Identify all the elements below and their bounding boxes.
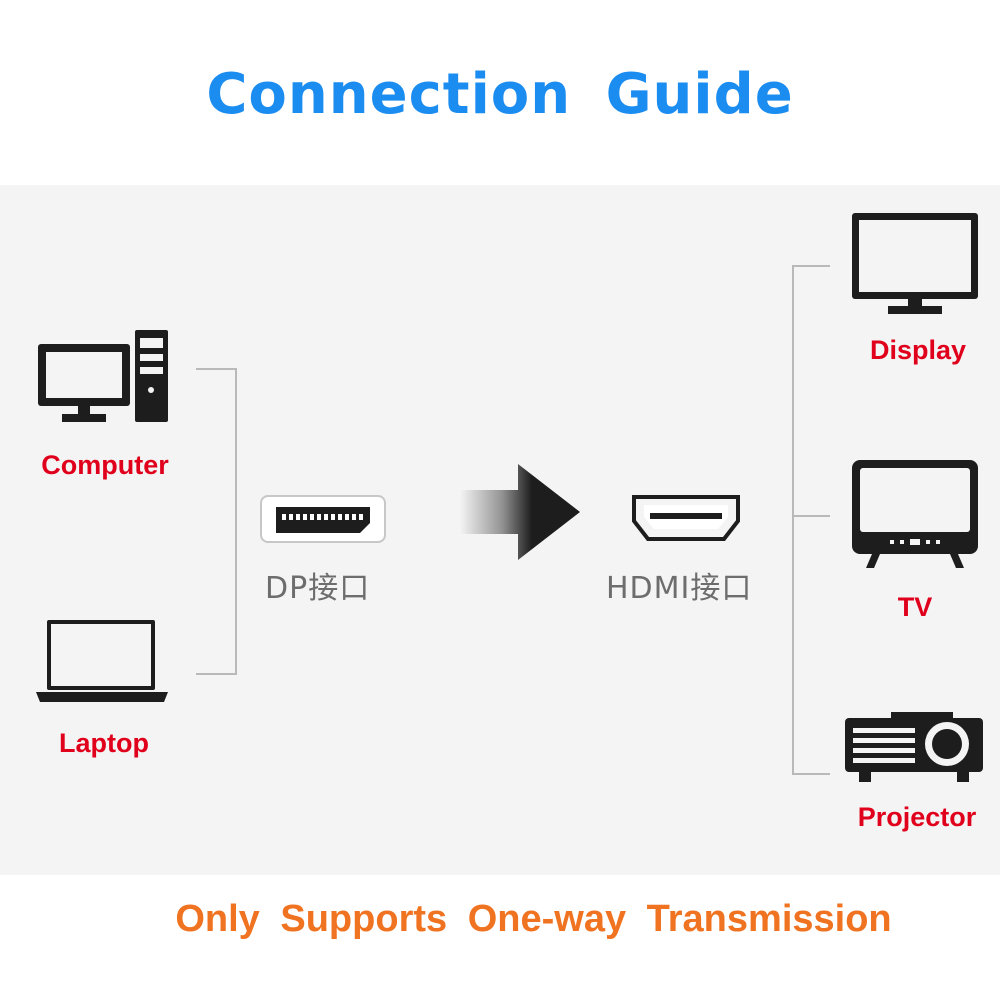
displayport-icon <box>260 495 386 543</box>
device-label-display: Display <box>869 335 967 365</box>
device-label-laptop: Laptop <box>59 728 149 758</box>
port-label-dp: DP接口 <box>265 571 371 606</box>
device-label-computer: Computer <box>41 450 169 480</box>
port-label-hdmi: HDMI接口 <box>606 571 753 606</box>
laptop-icon <box>36 618 170 704</box>
projector-icon <box>845 712 985 784</box>
target-bracket <box>792 265 830 775</box>
tv-icon <box>852 460 978 572</box>
source-bracket <box>196 368 237 675</box>
footer-note: Only Supports One-way Transmission <box>175 898 892 940</box>
desktop-computer-icon <box>38 330 170 425</box>
device-label-tv: TV <box>897 592 933 622</box>
arrow-right-icon <box>460 464 582 560</box>
page-title: Connection Guide <box>206 62 794 127</box>
device-label-projector: Projector <box>857 802 977 832</box>
hdmi-port-icon <box>632 495 740 541</box>
monitor-icon <box>852 213 978 315</box>
